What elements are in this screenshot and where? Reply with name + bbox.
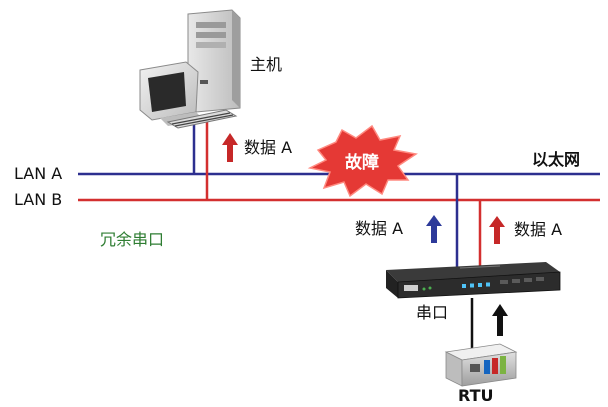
serial-label: 串口 bbox=[416, 303, 449, 322]
data-a-red-label: 数据 A bbox=[514, 220, 563, 239]
ethernet-label: 以太网 bbox=[532, 150, 581, 169]
arrow-up-black bbox=[492, 304, 508, 336]
fault-burst-icon bbox=[307, 124, 418, 198]
serial-device-server-icon bbox=[386, 262, 561, 299]
rtu-label: RTU bbox=[458, 386, 494, 405]
arrow-up-blue bbox=[426, 215, 442, 243]
redundant-serial-label: 冗余串口 bbox=[100, 230, 165, 249]
host-label: 主机 bbox=[250, 55, 283, 74]
arrow-up-red-device bbox=[489, 216, 505, 244]
rtu-device-icon bbox=[444, 343, 518, 387]
lan-b-label: LAN B bbox=[14, 190, 63, 209]
data-a-host-label: 数据 A bbox=[244, 138, 293, 157]
fault-label: 故障 bbox=[345, 153, 379, 173]
host-computer-icon bbox=[139, 9, 241, 129]
arrow-up-red-host bbox=[222, 133, 238, 162]
data-a-blue-label: 数据 A bbox=[355, 219, 404, 238]
lan-a-label: LAN A bbox=[14, 164, 63, 183]
